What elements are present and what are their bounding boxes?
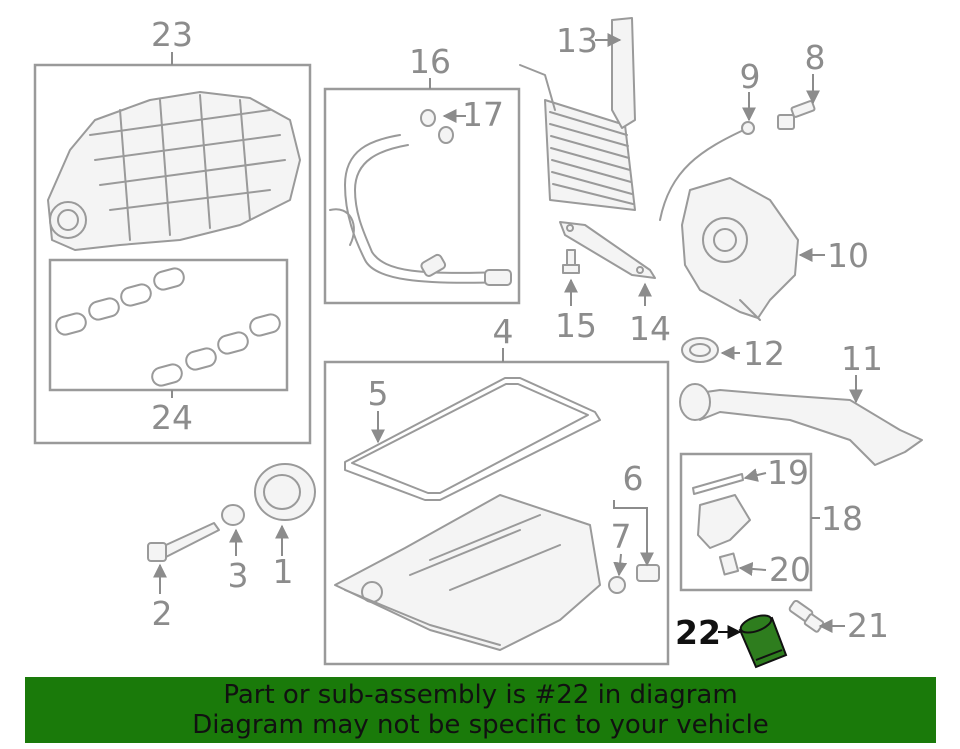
oil-filter-part[interactable] bbox=[738, 612, 788, 669]
drain-plug-part bbox=[608, 564, 660, 594]
callout-5: 5 bbox=[368, 374, 389, 413]
info-banner: Part or sub-assembly is #22 in diagram D… bbox=[25, 677, 936, 743]
callout-4: 4 bbox=[493, 312, 514, 351]
parts-diagram: 23 24 16 17 13 9 8 10 15 14 12 11 4 5 6 … bbox=[33, 15, 923, 669]
coolant-tube-part bbox=[329, 109, 512, 286]
oil-pump-part bbox=[681, 177, 799, 321]
intake-manifold-part bbox=[47, 91, 301, 251]
callout-9: 9 bbox=[740, 57, 761, 96]
clip-20-part bbox=[718, 552, 740, 576]
callout-11: 11 bbox=[841, 339, 883, 378]
callout-1: 1 bbox=[273, 552, 294, 591]
callout-17: 17 bbox=[462, 95, 504, 134]
group-box-4 bbox=[323, 360, 670, 666]
callout-19: 19 bbox=[767, 453, 809, 492]
callout-18: 18 bbox=[821, 499, 863, 538]
group-box-18 bbox=[679, 452, 813, 592]
dipstick-tube-part bbox=[659, 127, 749, 221]
callout-2: 2 bbox=[152, 594, 173, 633]
callout-12: 12 bbox=[743, 334, 785, 373]
callout-20: 20 bbox=[769, 550, 811, 589]
callout-3: 3 bbox=[228, 556, 249, 595]
callout-23: 23 bbox=[151, 15, 193, 54]
sensor-part bbox=[788, 599, 825, 633]
callout-10: 10 bbox=[827, 236, 869, 275]
group-box-16 bbox=[323, 87, 521, 305]
callout-15: 15 bbox=[555, 306, 597, 345]
callout-16: 16 bbox=[409, 42, 451, 81]
bolt-8-part bbox=[777, 100, 816, 130]
oil-pan-part bbox=[334, 494, 601, 651]
gasket-19-part bbox=[692, 473, 744, 495]
callout-6: 6 bbox=[623, 459, 644, 498]
callout-21: 21 bbox=[847, 606, 889, 645]
sub-part-18 bbox=[697, 494, 751, 549]
callout-24: 24 bbox=[151, 398, 193, 437]
bracket-part bbox=[559, 221, 656, 279]
banner-line-1: Part or sub-assembly is #22 in diagram bbox=[223, 680, 738, 710]
oil-pan-gasket-part bbox=[344, 377, 601, 501]
callout-7: 7 bbox=[611, 517, 632, 556]
washer-part bbox=[221, 504, 245, 526]
callout-14: 14 bbox=[629, 309, 671, 348]
group-box-24 bbox=[48, 258, 289, 392]
seal-part bbox=[681, 337, 719, 363]
pulley-part bbox=[254, 463, 316, 521]
callout-8: 8 bbox=[805, 38, 826, 77]
leader-lines bbox=[153, 33, 863, 639]
callout-22[interactable]: 22 bbox=[675, 613, 721, 652]
manifold-gasket-part bbox=[55, 267, 281, 387]
oil-pickup-tube-part bbox=[679, 383, 923, 466]
callout-13: 13 bbox=[556, 21, 598, 60]
bolt-2-part bbox=[147, 522, 220, 562]
banner-line-2: Diagram may not be specific to your vehi… bbox=[192, 710, 769, 740]
